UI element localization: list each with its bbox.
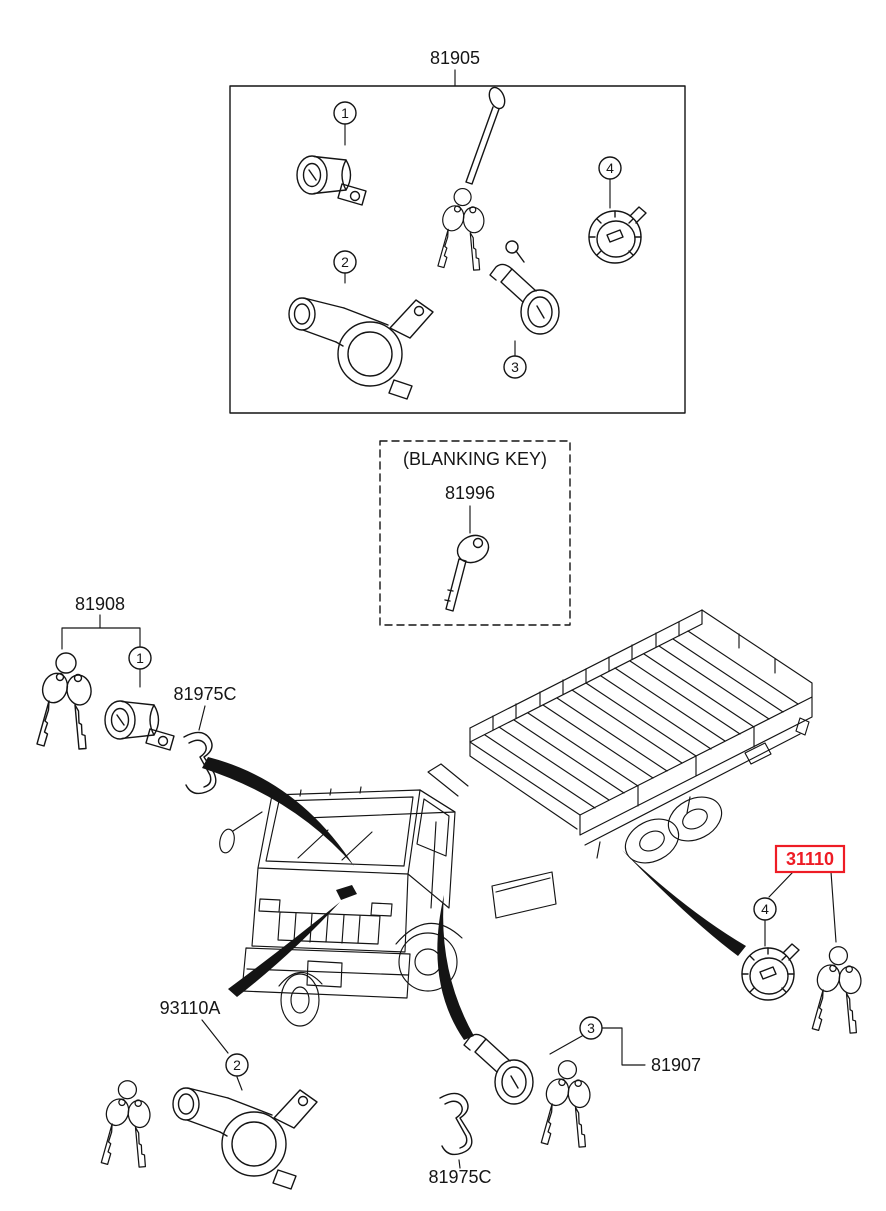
highlight-box-31110 xyxy=(774,844,846,874)
key-set-31110 xyxy=(811,946,864,1034)
blanking-key-box xyxy=(379,440,571,626)
part-number-81975c-lower[interactable]: 81975C xyxy=(428,1167,491,1187)
callout-4-31110: 4 xyxy=(753,897,777,921)
callout-3-set: 3 xyxy=(503,355,527,379)
steering-lock-item2 xyxy=(288,297,434,400)
part-number-81905[interactable]: 81905 xyxy=(430,48,480,68)
arrow-door-lock xyxy=(437,895,474,1040)
clip-81975c-lower xyxy=(439,1092,473,1156)
door-lock-81907 xyxy=(463,1033,534,1105)
pointer-arrows xyxy=(202,757,746,1040)
callout-2b-label: 2 xyxy=(233,1057,241,1073)
arrow-ignition-lock xyxy=(202,757,354,866)
steering-lock-93110a xyxy=(172,1087,318,1190)
door-lock-item3 xyxy=(489,263,560,335)
ignition-cylinder-item1 xyxy=(296,155,367,206)
callout-1-81908: 1 xyxy=(128,646,152,670)
key-set-item xyxy=(437,187,487,271)
key-set-box xyxy=(229,85,686,414)
arrow-hood-latch xyxy=(228,902,340,997)
fuel-cap-item4 xyxy=(588,206,647,264)
blanking-key-illustration xyxy=(444,534,490,612)
callout-3-label: 3 xyxy=(511,359,519,375)
ignition-cylinder-81908 xyxy=(104,700,175,751)
callout-4-set: 4 xyxy=(598,156,622,180)
fuel-cap-31110 xyxy=(741,943,800,1001)
callout-1b-label: 1 xyxy=(136,650,144,666)
part-number-81908[interactable]: 81908 xyxy=(75,594,125,614)
leader-lines xyxy=(61,69,837,1169)
callout-4b-label: 4 xyxy=(761,901,769,917)
callout-2-set: 2 xyxy=(333,250,357,274)
arrow-fuel-cap xyxy=(622,850,746,956)
part-number-81996[interactable]: 81996 xyxy=(445,483,495,503)
callout-2-label: 2 xyxy=(341,254,349,270)
part-number-81975c-upper[interactable]: 81975C xyxy=(173,684,236,704)
callout-3b-label: 3 xyxy=(587,1020,595,1036)
blanking-key-caption: (BLANKING KEY) xyxy=(403,449,547,469)
part-number-81907[interactable]: 81907 xyxy=(651,1055,701,1075)
key-set-81907 xyxy=(540,1060,593,1148)
callout-2-93110a: 2 xyxy=(225,1053,249,1077)
callout-4-label: 4 xyxy=(606,160,614,176)
callout-1-set: 1 xyxy=(333,101,357,125)
part-number-31110[interactable]: 31110 xyxy=(786,849,834,869)
part-number-93110a[interactable]: 93110A xyxy=(160,998,221,1018)
key-set-81908 xyxy=(36,652,94,750)
ignition-location-marker xyxy=(336,885,357,900)
key-blank xyxy=(465,86,506,185)
callout-1-label: 1 xyxy=(341,105,349,121)
truck-illustration xyxy=(219,609,813,1027)
key-set-93110a xyxy=(100,1080,153,1168)
callout-3-81907: 3 xyxy=(579,1016,603,1040)
inserted-key xyxy=(505,240,525,263)
